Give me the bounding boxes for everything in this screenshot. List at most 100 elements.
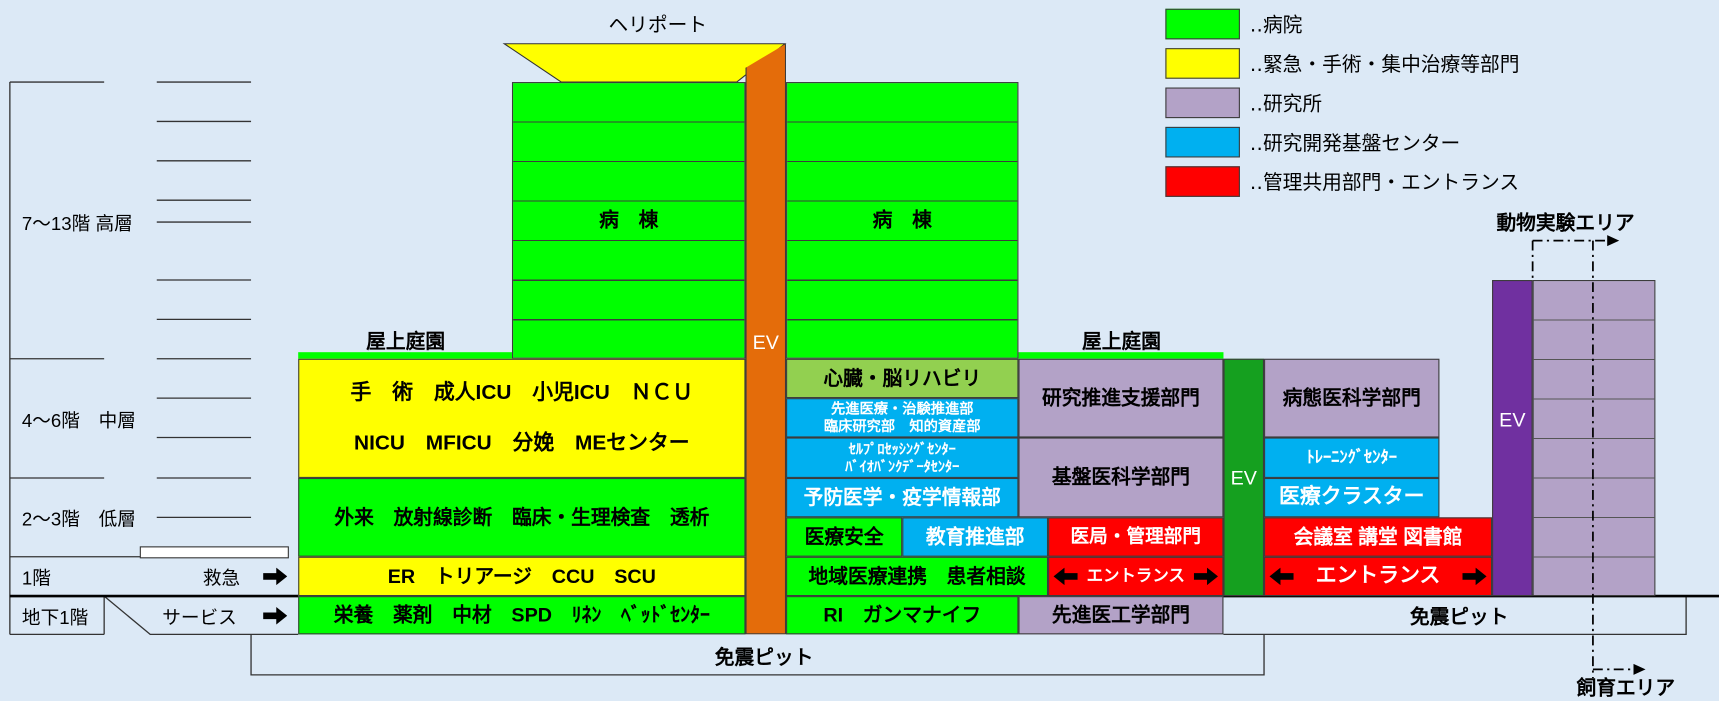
legend-label: ‥病院	[1249, 14, 1303, 37]
legend-swatch	[1165, 87, 1240, 119]
roof-garden-west-label: 屋上庭園	[366, 330, 446, 353]
canopy	[139, 546, 289, 559]
roof-garden-west	[298, 352, 512, 359]
advanced-medicine-block: 先進医療・治験推進部 臨床研究部 知的資産部	[786, 398, 1019, 438]
conference-block: 会議室 講堂 図書館	[1264, 517, 1493, 557]
safety-block: 医療安全	[786, 517, 903, 557]
emergency-label: ER トリアージ CCU SCU	[387, 565, 656, 587]
outpatient-block: 外来 放射線診断 臨床・生理検査 透析	[298, 477, 746, 557]
roof-garden-east	[1018, 352, 1224, 359]
west-basement-label: 栄養 薬剤 中材 SPD ﾘﾈﾝ ﾍﾞｯﾄﾞｾﾝﾀｰ	[333, 603, 710, 626]
floor-label-low: 2〜3階 低層	[21, 509, 136, 530]
research-support-label: 研究推進支援部門	[1042, 386, 1200, 409]
training-block: ﾄﾚｰﾆﾝｸﾞｾﾝﾀｰ	[1264, 437, 1440, 478]
legend-swatch	[1165, 48, 1240, 79]
arrow-right-icon	[263, 567, 288, 586]
arrow-right-icon	[1193, 567, 1218, 586]
cell-line-2: ﾊﾞｲｵﾊﾞﾝｸﾃﾞｰﾀｾﾝﾀｰ	[845, 457, 960, 475]
surgery-icu-block: 手 術 成人ICU 小児ICU ＮＣＵ NICU MFICU 分娩 MEセンター	[298, 358, 746, 478]
animal-experiment-area	[1532, 280, 1656, 597]
basic-medicine-label: 基盤医科学部門	[1051, 466, 1191, 488]
floor-scale	[9, 81, 1687, 676]
legend-item-admin: ‥管理共用部門・エントランス	[1165, 166, 1519, 197]
entrance-east-block: エントランス	[1264, 556, 1493, 597]
advanced-line-2: 臨床研究部 知的資産部	[823, 417, 981, 435]
arrow-right-icon	[1462, 567, 1487, 586]
cell-processing-block: ｾﾙﾌﾟﾛｾｯｼﾝｸﾞｾﾝﾀｰ ﾊﾞｲｵﾊﾞﾝｸﾃﾞｰﾀｾﾝﾀｰ	[786, 437, 1019, 478]
elevator-core-research: EV	[1223, 358, 1265, 597]
legend-label: ‥研究開発基盤センター	[1249, 132, 1461, 155]
regional-label: 地域医療連携 患者相談	[808, 565, 1026, 587]
emergency-block: ER トリアージ CCU SCU	[298, 556, 746, 597]
rehab-block: 心臓・脳リハビリ	[786, 358, 1019, 399]
legend-label: ‥緊急・手術・集中治療等部門	[1249, 53, 1520, 76]
animal-experiment-label: 動物実験エリア	[1496, 212, 1635, 235]
west-ward-tower: 病 棟	[511, 82, 746, 359]
legend-item-institute: ‥研究所	[1165, 87, 1519, 119]
entrance-east-label: エントランス	[1315, 564, 1441, 588]
service-access-label: サービス	[162, 607, 237, 629]
education-block: 教育推進部	[902, 517, 1049, 557]
legend-swatch	[1165, 126, 1240, 158]
east-ward-tower: 病 棟	[786, 82, 1019, 359]
legend-label: ‥研究所	[1249, 92, 1323, 115]
surgery-line-1: 手 術 成人ICU 小児ICU ＮＣＵ	[350, 381, 694, 405]
rehab-label: 心臓・脳リハビリ	[823, 367, 982, 389]
seismic-pit-outline-west	[250, 634, 1265, 676]
legend-item-hospital: ‥病院	[1165, 8, 1519, 40]
elevator-core-main: EV	[745, 43, 787, 635]
service-ramp	[103, 595, 299, 636]
arrow-left-icon	[1053, 567, 1078, 586]
ri-label: RI ガンマナイフ	[823, 603, 982, 626]
ev-label: EV	[1499, 409, 1526, 431]
outpatient-label: 外来 放射線診断 臨床・生理検査 透析	[334, 506, 710, 528]
conference-label: 会議室 講堂 図書館	[1293, 525, 1463, 548]
entrance-west-label: エントランス	[1086, 566, 1185, 586]
floor-label-high: 7〜13階 高層	[21, 213, 133, 235]
legend: ‥病院 ‥緊急・手術・集中治療等部門 ‥研究所 ‥研究開発基盤センター ‥管理共…	[1165, 8, 1519, 197]
pathology-block: 病態医科学部門	[1264, 358, 1440, 438]
ri-block: RI ガンマナイフ	[786, 596, 1019, 635]
surgery-line-2: NICU MFICU 分娩 MEセンター	[354, 431, 690, 455]
emergency-access-label: 救急	[202, 568, 241, 589]
west-basement-block: 栄養 薬剤 中材 SPD ﾘﾈﾝ ﾍﾞｯﾄﾞｾﾝﾀｰ	[298, 596, 746, 635]
arrow-right-icon	[1607, 235, 1620, 247]
elevator-core-animal: EV	[1492, 280, 1533, 597]
floor-label-mid: 4〜6階 中層	[21, 410, 136, 432]
legend-swatch	[1165, 8, 1240, 40]
breeding-area-label: 飼育エリア	[1576, 677, 1676, 699]
research-support-block: 研究推進支援部門	[1018, 358, 1224, 438]
med-engineering-block: 先進医工学部門	[1018, 596, 1224, 635]
prevention-block: 予防医学・疫学情報部	[786, 477, 1019, 518]
entrance-west-block: エントランス	[1048, 556, 1224, 597]
legend-item-acute: ‥緊急・手術・集中治療等部門	[1165, 48, 1519, 79]
ev-label: EV	[1230, 467, 1257, 489]
education-label: 教育推進部	[925, 525, 1025, 548]
prevention-label: 予防医学・疫学情報部	[803, 486, 1001, 509]
advanced-line-1: 先進医療・治験推進部	[830, 400, 974, 417]
floor-label-basement: 地下1階	[21, 607, 89, 629]
roof-garden-east-label: 屋上庭園	[1082, 330, 1161, 353]
legend-item-rd-center: ‥研究開発基盤センター	[1165, 126, 1519, 158]
arrow-right-icon	[1633, 663, 1646, 675]
safety-label: 医療安全	[804, 525, 884, 548]
basic-medicine-block: 基盤医科学部門	[1018, 437, 1224, 518]
west-ward-label: 病 棟	[599, 209, 659, 231]
seismic-pit-outline-east	[1223, 596, 1687, 636]
legend-swatch	[1165, 166, 1240, 197]
arrow-left-icon	[1269, 567, 1294, 586]
cell-line-1: ｾﾙﾌﾟﾛｾｯｼﾝｸﾞｾﾝﾀｰ	[848, 440, 956, 457]
med-engineering-label: 先進医工学部門	[1051, 603, 1191, 626]
seismic-pit-west-label: 免震ピット	[714, 646, 814, 669]
seismic-pit-east-label: 免震ピット	[1409, 605, 1509, 628]
cluster-label: 医療クラスター	[1279, 485, 1425, 509]
admin-label: 医局・管理部門	[1070, 526, 1201, 548]
ev-label: EV	[752, 331, 779, 354]
heliport-label: ヘリポート	[608, 14, 708, 37]
legend-label: ‥管理共用部門・エントランス	[1249, 171, 1520, 194]
pathology-label: 病態医科学部門	[1282, 386, 1421, 409]
regional-block: 地域医療連携 患者相談	[786, 556, 1049, 597]
arrow-right-icon	[263, 607, 288, 625]
